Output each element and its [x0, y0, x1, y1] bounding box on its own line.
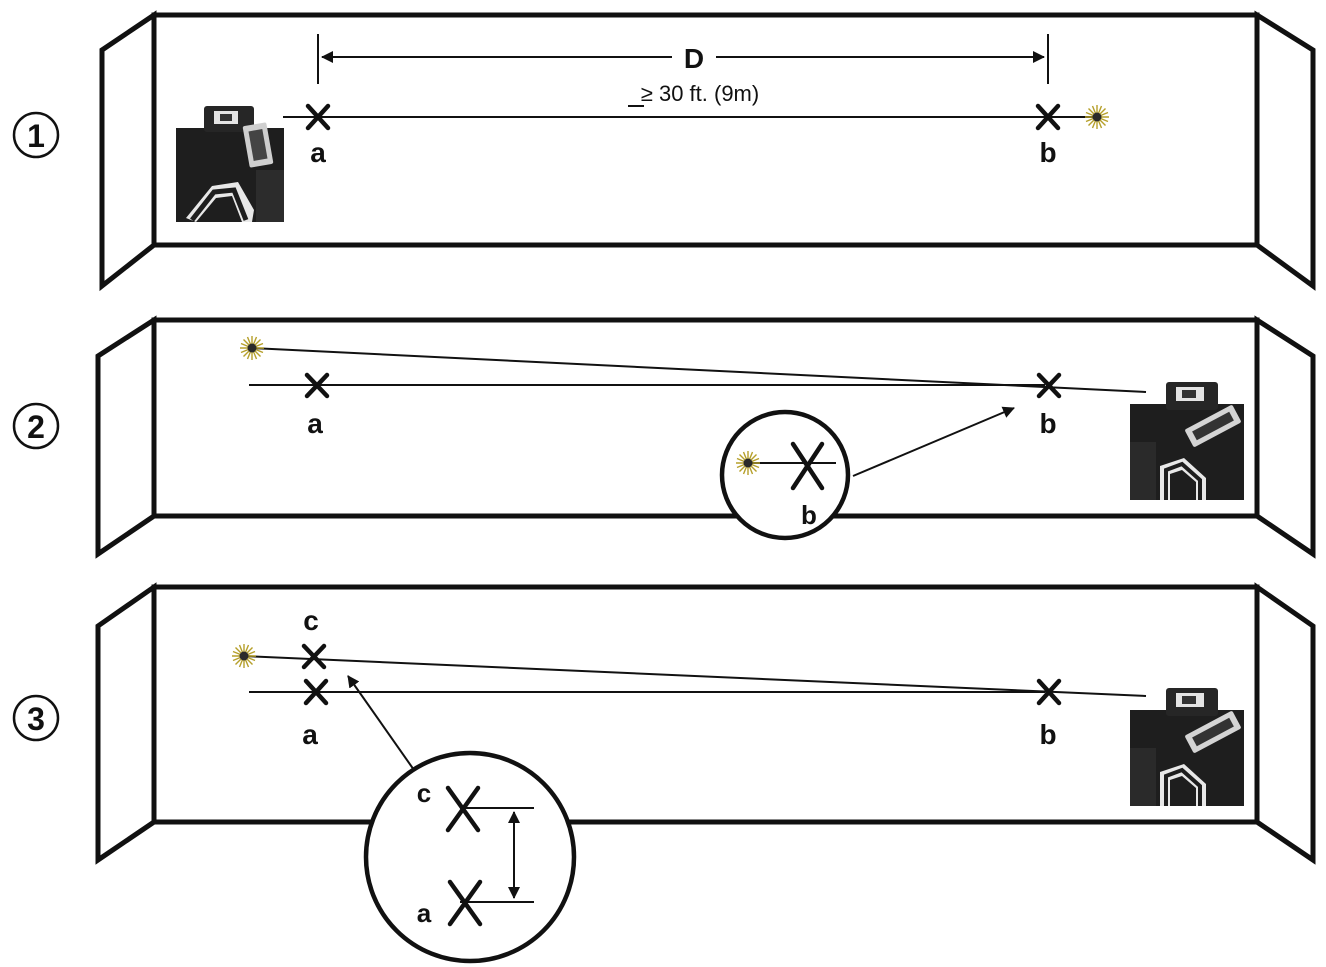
dimension-label: D — [684, 43, 704, 74]
mark-label-a: a — [302, 719, 318, 750]
detail-inset: c a — [363, 750, 577, 964]
laser-level-device-icon — [1128, 686, 1246, 808]
step-1-panel: 1 D ≥ 30 ft. (9m) a b — [12, 10, 1316, 292]
inset-label-b: b — [801, 500, 817, 530]
cross-mark-icon — [1036, 678, 1062, 706]
laser-level-device-icon — [176, 106, 284, 222]
cross-mark-icon — [301, 643, 327, 670]
step-3-panel: 3 c a b c — [12, 582, 1316, 964]
laser-starburst-icon — [735, 450, 761, 476]
step-number-circle — [12, 111, 60, 159]
laser-level-device-icon — [1128, 380, 1246, 502]
step-number-circle — [12, 402, 60, 450]
inset-label-a: a — [417, 898, 432, 928]
step-number: 2 — [27, 409, 45, 445]
mark-label-b: b — [1039, 137, 1056, 168]
cross-mark-icon — [305, 103, 331, 131]
step-number: 3 — [27, 701, 45, 737]
room-walls — [99, 10, 1316, 292]
mark-label-a: a — [310, 137, 326, 168]
cross-mark-icon — [790, 441, 825, 491]
cross-mark-icon — [304, 372, 330, 399]
inset-label-c: c — [417, 778, 431, 808]
laser-starburst-icon — [239, 335, 265, 361]
cross-mark-icon — [1035, 103, 1061, 131]
mark-label-b: b — [1039, 408, 1056, 439]
step-number-circle — [12, 694, 60, 742]
mark-label-c: c — [303, 605, 319, 636]
laser-starburst-icon — [231, 643, 257, 669]
pointer-arrow — [852, 406, 1015, 477]
distance-label: ≥ 30 ft. (9m) — [641, 81, 759, 106]
room-walls — [95, 315, 1316, 559]
dimension-line — [317, 34, 1049, 84]
cross-mark-icon — [303, 678, 329, 706]
mark-label-b: b — [1039, 719, 1056, 750]
room-walls — [95, 582, 1316, 865]
step-number: 1 — [27, 118, 45, 154]
step-2-panel: 2 a b b — [12, 315, 1316, 559]
mark-label-a: a — [307, 408, 323, 439]
laser-starburst-icon — [1084, 104, 1110, 130]
laser-line — [251, 347, 1147, 393]
laser-line — [243, 655, 1147, 697]
detail-inset: b — [719, 409, 851, 541]
cross-mark-icon — [1036, 372, 1062, 399]
pointer-arrow — [347, 675, 415, 771]
